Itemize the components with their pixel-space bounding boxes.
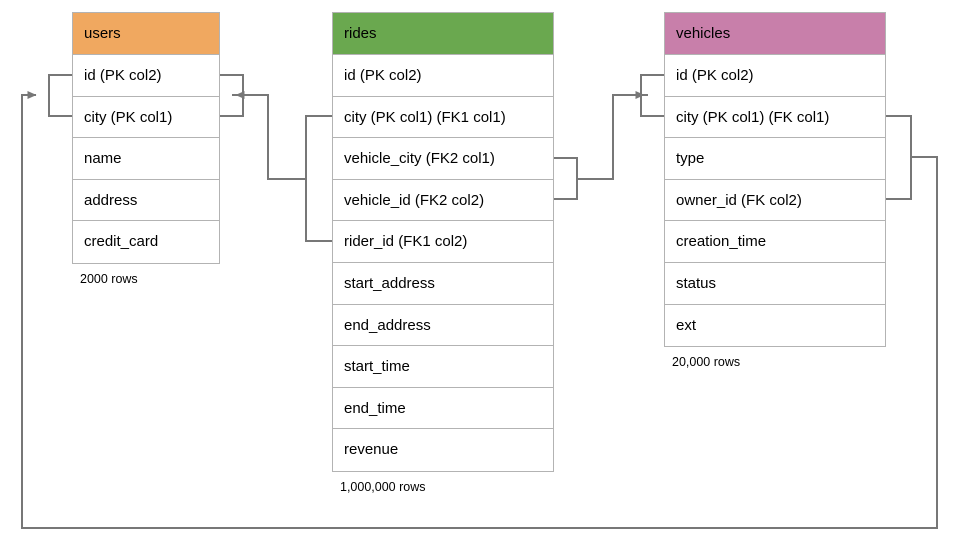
- table-row[interactable]: id (PK col2): [333, 55, 553, 97]
- table-row[interactable]: creation_time: [665, 221, 885, 263]
- wire-users-left-bracket: [48, 74, 72, 117]
- table-header-vehicles: vehicles: [665, 13, 885, 55]
- table-row[interactable]: start_address: [333, 262, 553, 305]
- wire-rides-fk2-run: [577, 94, 648, 180]
- table-row[interactable]: city (PK col1): [73, 96, 219, 139]
- table-row[interactable]: name: [73, 138, 219, 180]
- wire-rides-fk1-bracket: [305, 115, 332, 242]
- table-row[interactable]: credit_card: [73, 221, 219, 263]
- wire-users-right-bracket: [220, 74, 244, 117]
- table-row[interactable]: vehicle_city (FK2 col1): [333, 138, 553, 180]
- table-row[interactable]: vehicle_id (FK2 col2): [333, 179, 553, 222]
- table-row[interactable]: id (PK col2): [73, 55, 219, 97]
- table-row[interactable]: start_time: [333, 346, 553, 388]
- table-row[interactable]: id (PK col2): [665, 55, 885, 97]
- table-row[interactable]: end_address: [333, 304, 553, 347]
- table-row[interactable]: type: [665, 138, 885, 180]
- table-header-rides: rides: [333, 13, 553, 55]
- wire-vehicles-right-bracket: [886, 115, 912, 200]
- table-row[interactable]: rider_id (FK1 col2): [333, 221, 553, 263]
- wire-rides-fk1-run: [232, 94, 306, 180]
- table-row[interactable]: ext: [665, 304, 885, 347]
- table-row[interactable]: city (PK col1) (FK1 col1): [333, 96, 553, 139]
- wire-rides-fk2-bracket: [554, 157, 578, 200]
- table-row[interactable]: city (PK col1) (FK col1): [665, 96, 885, 139]
- table-row[interactable]: address: [73, 179, 219, 222]
- wire-vehicles-left-bracket: [640, 74, 664, 117]
- table-row[interactable]: owner_id (FK col2): [665, 179, 885, 222]
- row-count-label-rides: 1,000,000 rows: [340, 480, 426, 494]
- table-row[interactable]: end_time: [333, 387, 553, 430]
- table-row[interactable]: revenue: [333, 429, 553, 471]
- row-count-label-users: 2000 rows: [80, 272, 138, 286]
- table-header-users: users: [73, 13, 219, 55]
- table-row[interactable]: status: [665, 262, 885, 305]
- row-count-label-vehicles: 20,000 rows: [672, 355, 741, 370]
